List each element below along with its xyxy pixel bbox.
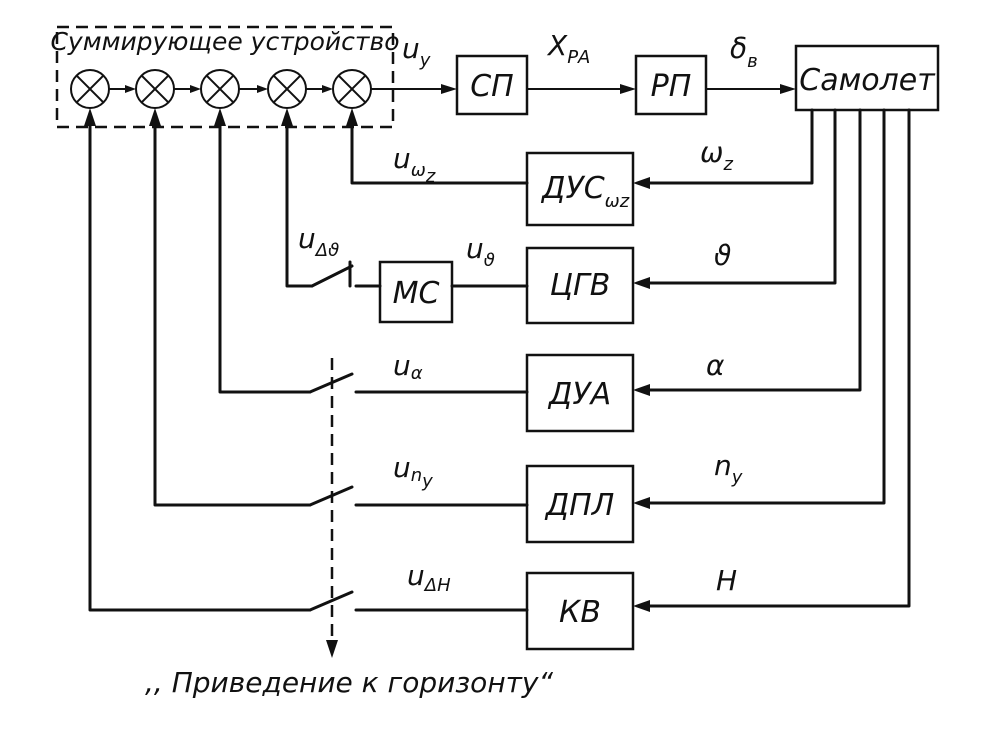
arrow-omega <box>633 177 650 189</box>
arrow-alpha <box>633 384 650 396</box>
label-alpha: α <box>706 349 725 382</box>
feedback-ny <box>153 121 312 507</box>
label-uy: uy <box>402 32 431 71</box>
feedback-h-arrow <box>84 108 96 126</box>
block-kv-label: КВ <box>559 595 601 630</box>
label-xra: XРА <box>546 29 590 68</box>
block-sp <box>455 54 529 116</box>
block-cgv-label: ЦГВ <box>550 268 611 303</box>
summing-junction-2 <box>135 69 175 109</box>
switch-theta-blade <box>310 264 354 288</box>
feedback-alpha-arrow <box>214 108 226 126</box>
delta-arrow <box>780 84 796 94</box>
summator-frame <box>55 25 395 129</box>
label-ny: ny <box>714 449 743 488</box>
block-dpl-label: ДПЛ <box>544 488 615 523</box>
block-samolet-label: Самолет <box>799 63 936 98</box>
summing-junction-1 <box>70 69 110 109</box>
feedback-omega <box>350 121 529 185</box>
feedback-alpha <box>218 121 312 394</box>
summator-label: Суммирующее устройство <box>50 27 399 56</box>
block-rp <box>634 54 708 116</box>
linkage-arrow <box>326 640 338 658</box>
block-samolet <box>794 44 940 112</box>
block-dua-label: ДУА <box>547 377 611 412</box>
block-ms-label: МС <box>393 276 440 311</box>
uy-arrow <box>441 84 457 94</box>
block-rp-label: РП <box>651 69 692 104</box>
arrow-h <box>633 600 650 612</box>
summing-junction-5 <box>332 69 372 109</box>
label-u-ny: uny <box>393 451 433 492</box>
label-u-theta: uϑ <box>466 232 495 271</box>
label-u-dh: uΔH <box>407 559 451 596</box>
arrow-ny <box>633 497 650 509</box>
aircraft-outputs <box>640 108 911 608</box>
feedback-ny-arrow <box>149 108 161 126</box>
block-cgv <box>525 246 635 325</box>
label-u-omega: uωz <box>393 142 436 187</box>
label-u-dtheta: uΔϑ <box>298 222 339 261</box>
feedback-omega-arrow <box>346 108 358 126</box>
arrow-theta <box>633 277 650 289</box>
block-dua <box>525 353 635 433</box>
label-theta: ϑ <box>714 239 731 272</box>
block-dpl <box>525 464 635 544</box>
label-delta: δв <box>730 32 758 72</box>
switch-h-blade <box>308 590 354 612</box>
block-dus <box>525 151 635 227</box>
feedback-h <box>88 121 312 612</box>
summing-junction-3 <box>200 69 240 109</box>
block-dus-label: ДУСωz <box>540 171 630 212</box>
caption: ,, Приведение к горизонту“ <box>145 666 554 699</box>
block-kv <box>525 571 635 651</box>
block-sp-label: СП <box>470 69 514 104</box>
label-omega: ωz <box>700 136 733 175</box>
feedback-theta-arrow <box>281 108 293 126</box>
summing-junction-4 <box>267 69 307 109</box>
feedback-theta <box>285 121 314 288</box>
label-u-alpha: uα <box>393 349 423 384</box>
block-ms <box>378 260 454 324</box>
xra-arrow <box>620 84 636 94</box>
label-h: H <box>716 564 737 597</box>
junction-chain <box>109 85 333 93</box>
